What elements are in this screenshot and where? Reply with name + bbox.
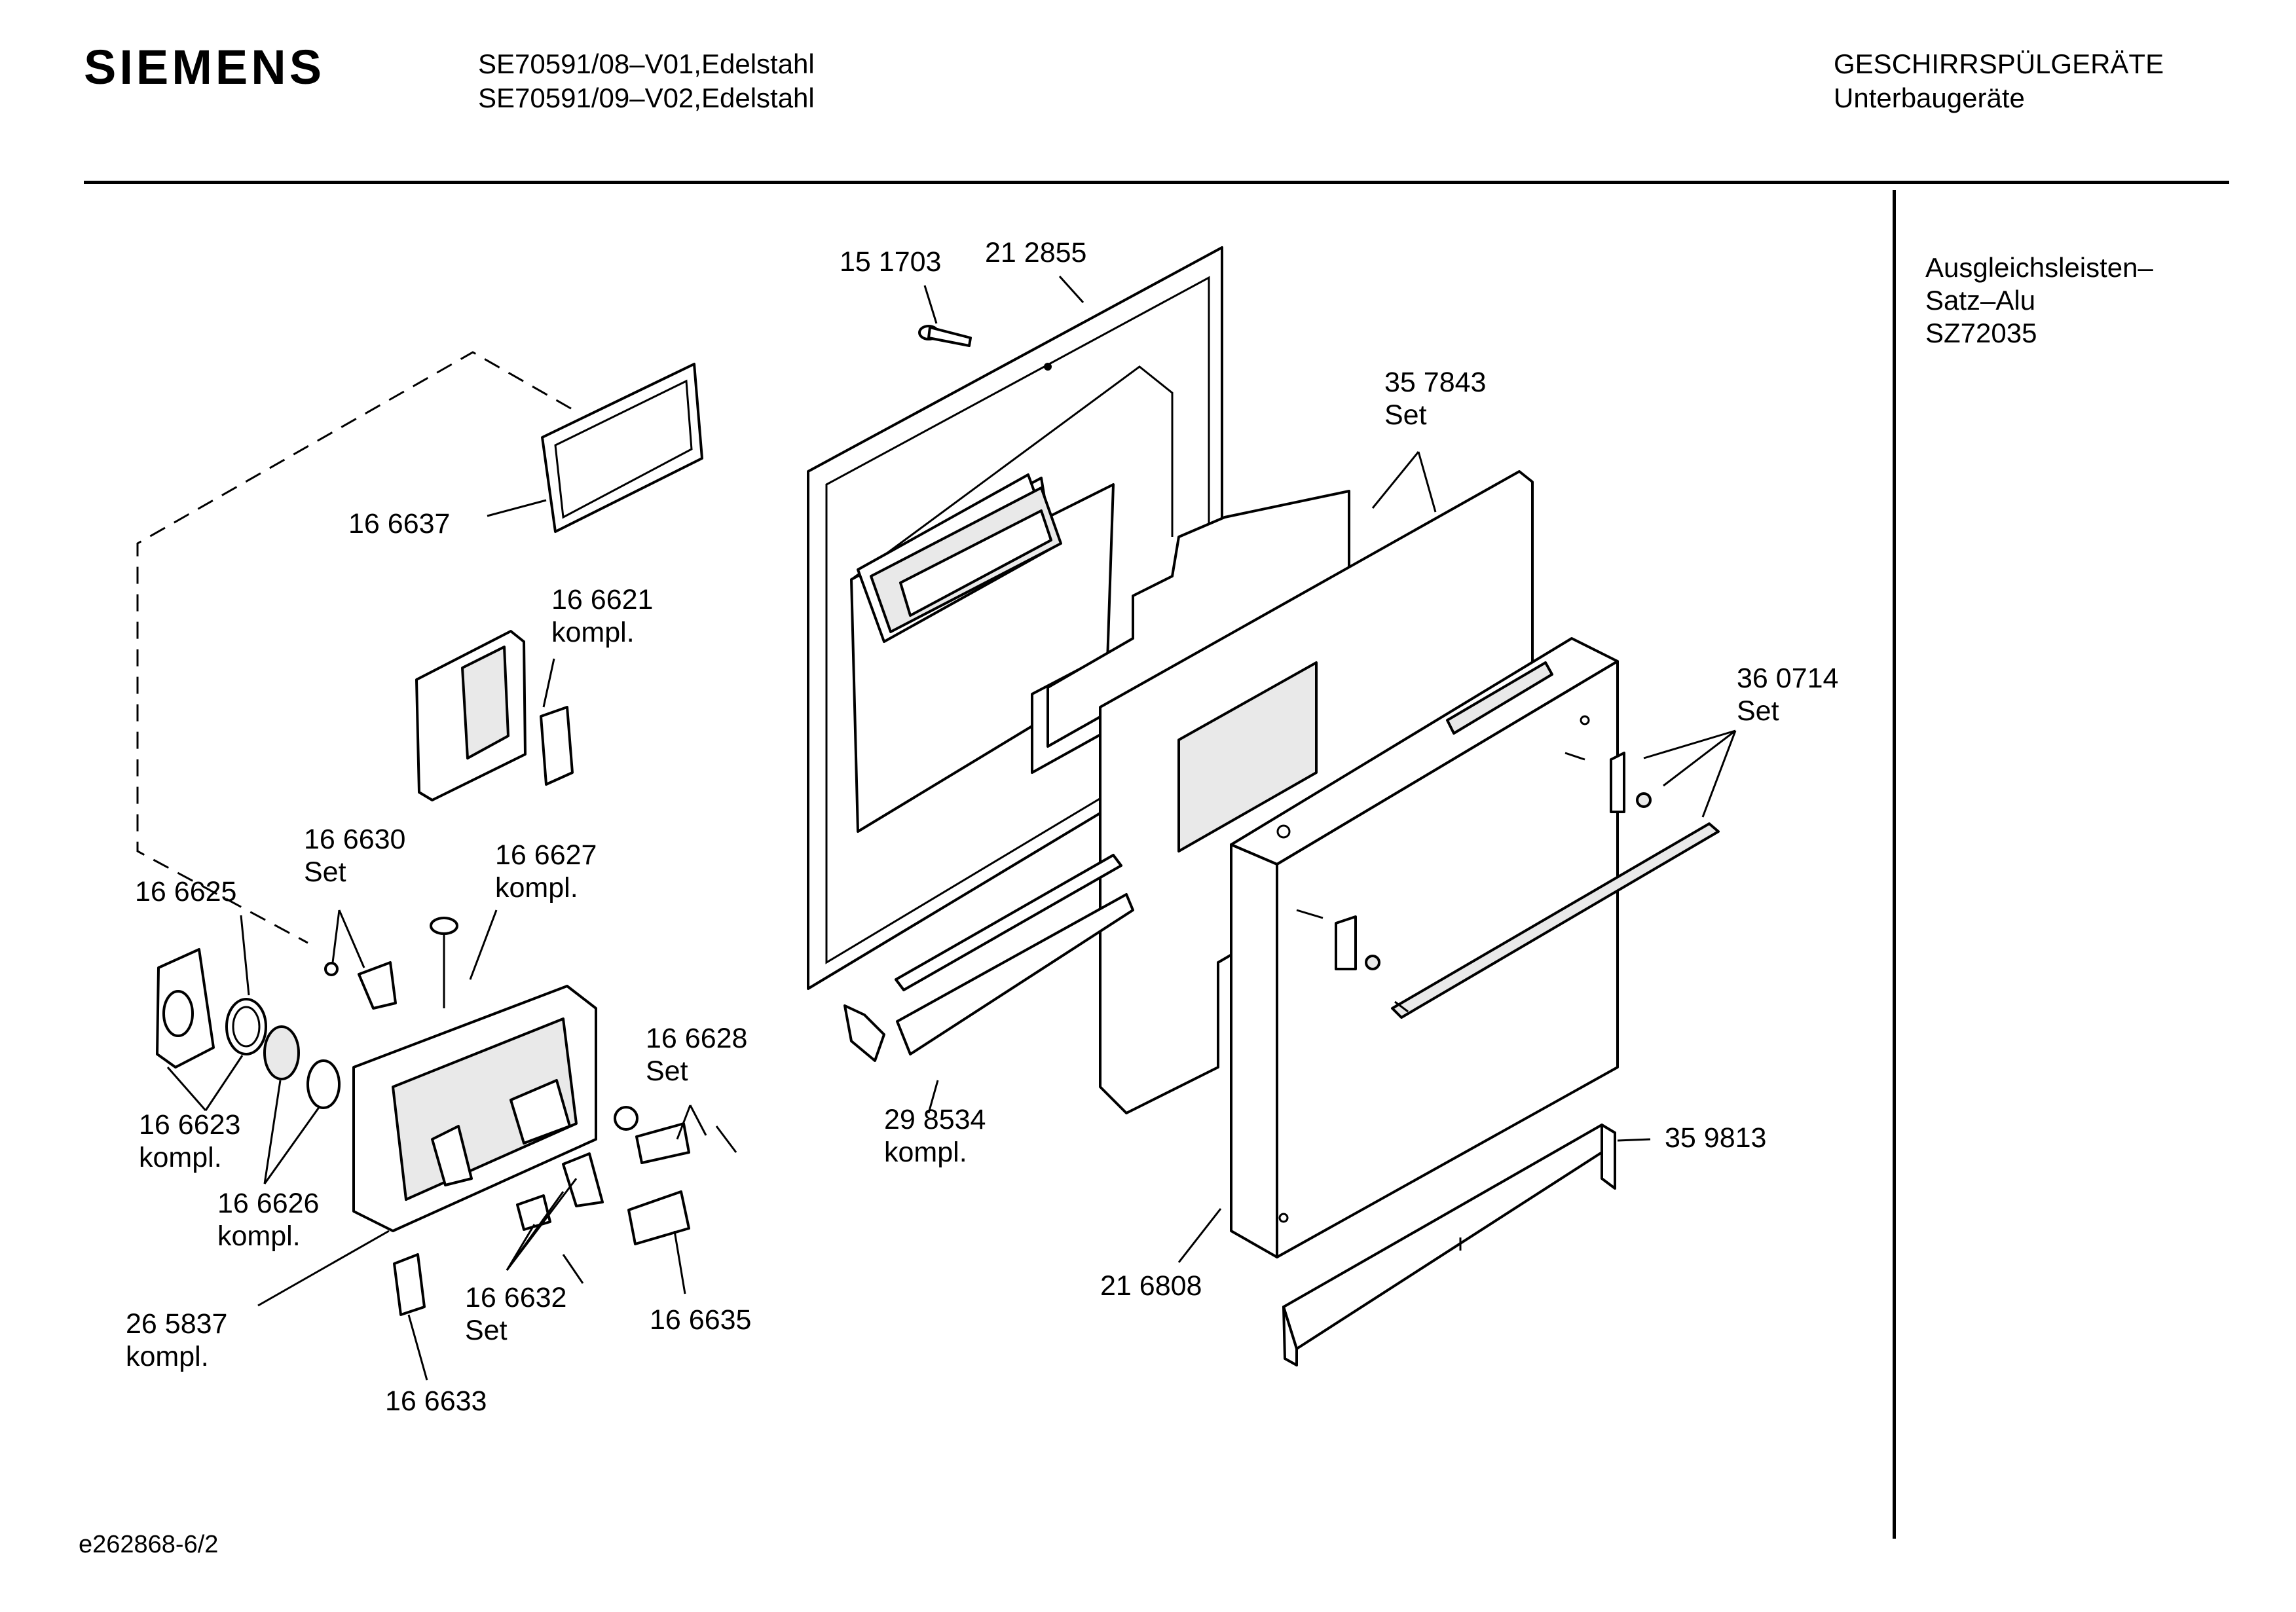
part-number: 16 6628 bbox=[646, 1023, 747, 1054]
part-number: 35 7843 bbox=[1384, 367, 1486, 398]
part-number: 16 6627 bbox=[495, 839, 597, 871]
assembly-guide-dashed bbox=[136, 351, 572, 944]
model-line-1: SE70591/08–V01,Edelstahl bbox=[478, 48, 815, 79]
callout-298534: 29 8534 kompl. bbox=[884, 1104, 986, 1168]
category-line-1: GESCHIRRSPÜLGERÄTE bbox=[1834, 48, 2164, 79]
callout-166626: 16 6626 kompl. bbox=[217, 1188, 319, 1252]
part-note: Set bbox=[1737, 695, 1779, 727]
lid-gasket-parts bbox=[156, 948, 341, 1109]
handle-bracket-set bbox=[1296, 752, 1652, 970]
outer-front-panel bbox=[1230, 637, 1720, 1258]
part-number: 15 1703 bbox=[840, 246, 941, 278]
callout-166637: 16 6637 bbox=[348, 508, 450, 540]
dispenser-frame bbox=[541, 363, 703, 533]
side-note-line-1: Ausgleichsleisten– bbox=[1925, 252, 2153, 283]
panel-hole-mark bbox=[1044, 363, 1052, 371]
callout-166623: 16 6623 kompl. bbox=[139, 1109, 240, 1173]
side-divider bbox=[1893, 190, 1896, 1539]
part-note: kompl. bbox=[139, 1142, 222, 1173]
filter-cover bbox=[415, 630, 574, 801]
part-number: 16 6635 bbox=[650, 1304, 751, 1336]
screw-icon bbox=[918, 325, 972, 347]
part-note: Set bbox=[646, 1055, 688, 1087]
callout-360714: 36 0714 Set bbox=[1737, 663, 1838, 727]
mounting-rail bbox=[1282, 1124, 1616, 1366]
part-number: 16 6632 bbox=[465, 1282, 566, 1313]
callout-166635: 16 6635 bbox=[650, 1304, 751, 1336]
brand-logo: SIEMENS bbox=[84, 40, 325, 94]
model-designation: SE70591/08–V01,Edelstahl SE70591/09–V02,… bbox=[478, 47, 815, 115]
header-rule bbox=[84, 181, 2229, 184]
callout-166627: 16 6627 kompl. bbox=[495, 839, 597, 904]
part-note: Set bbox=[304, 856, 346, 888]
side-note-line-3: SZ72035 bbox=[1925, 318, 2037, 348]
part-number: 29 8534 bbox=[884, 1104, 986, 1135]
callout-166625: 16 6625 bbox=[135, 876, 236, 907]
part-number: 16 6623 bbox=[139, 1109, 240, 1141]
side-note-line-2: Satz–Alu bbox=[1925, 285, 2036, 316]
leader-lines bbox=[166, 275, 1737, 1381]
side-note: Ausgleichsleisten– Satz–Alu SZ72035 bbox=[1925, 251, 2153, 350]
callout-166621: 16 6621 kompl. bbox=[551, 584, 653, 648]
part-number: 16 6621 bbox=[551, 584, 653, 615]
callout-212855: 21 2855 bbox=[985, 237, 1086, 268]
part-number: 26 5837 bbox=[126, 1308, 227, 1340]
callout-166628: 16 6628 Set bbox=[646, 1023, 747, 1087]
appliance-category: GESCHIRRSPÜLGERÄTE Unterbaugeräte bbox=[1834, 47, 2164, 115]
dispenser-housing bbox=[352, 985, 597, 1232]
part-note: kompl. bbox=[217, 1220, 301, 1252]
part-number: 35 9813 bbox=[1665, 1122, 1766, 1154]
callout-359813: 35 9813 bbox=[1665, 1122, 1766, 1154]
part-number: 16 6630 bbox=[304, 824, 405, 855]
part-note: kompl. bbox=[551, 617, 635, 648]
model-line-2: SE70591/09–V02,Edelstahl bbox=[478, 82, 815, 113]
part-note: kompl. bbox=[884, 1137, 967, 1168]
callout-166630: 16 6630 Set bbox=[304, 824, 405, 888]
callout-357843: 35 7843 Set bbox=[1384, 367, 1486, 431]
part-number: 16 6626 bbox=[217, 1188, 319, 1219]
inner-door-panel bbox=[807, 246, 1223, 990]
part-number: 16 6637 bbox=[348, 508, 450, 540]
part-number: 21 2855 bbox=[985, 237, 1086, 268]
callout-166633: 16 6633 bbox=[385, 1385, 487, 1417]
part-note: kompl. bbox=[495, 872, 578, 904]
callout-166632: 16 6632 Set bbox=[465, 1282, 566, 1346]
part-note: Set bbox=[465, 1315, 508, 1346]
callout-265837: 26 5837 kompl. bbox=[126, 1308, 227, 1372]
part-number: 16 6633 bbox=[385, 1385, 487, 1417]
part-number: 21 6808 bbox=[1100, 1270, 1202, 1302]
part-number: 36 0714 bbox=[1737, 663, 1838, 694]
part-number: 16 6625 bbox=[135, 876, 236, 907]
callout-151703: 15 1703 bbox=[840, 246, 941, 278]
part-note: Set bbox=[1384, 399, 1427, 431]
callout-216808: 21 6808 bbox=[1100, 1270, 1202, 1302]
lower-seal-strip bbox=[843, 854, 1134, 1062]
drawing-code: e262868-6/2 bbox=[79, 1531, 219, 1558]
part-note: kompl. bbox=[126, 1341, 209, 1372]
category-line-2: Unterbaugeräte bbox=[1834, 82, 2025, 113]
